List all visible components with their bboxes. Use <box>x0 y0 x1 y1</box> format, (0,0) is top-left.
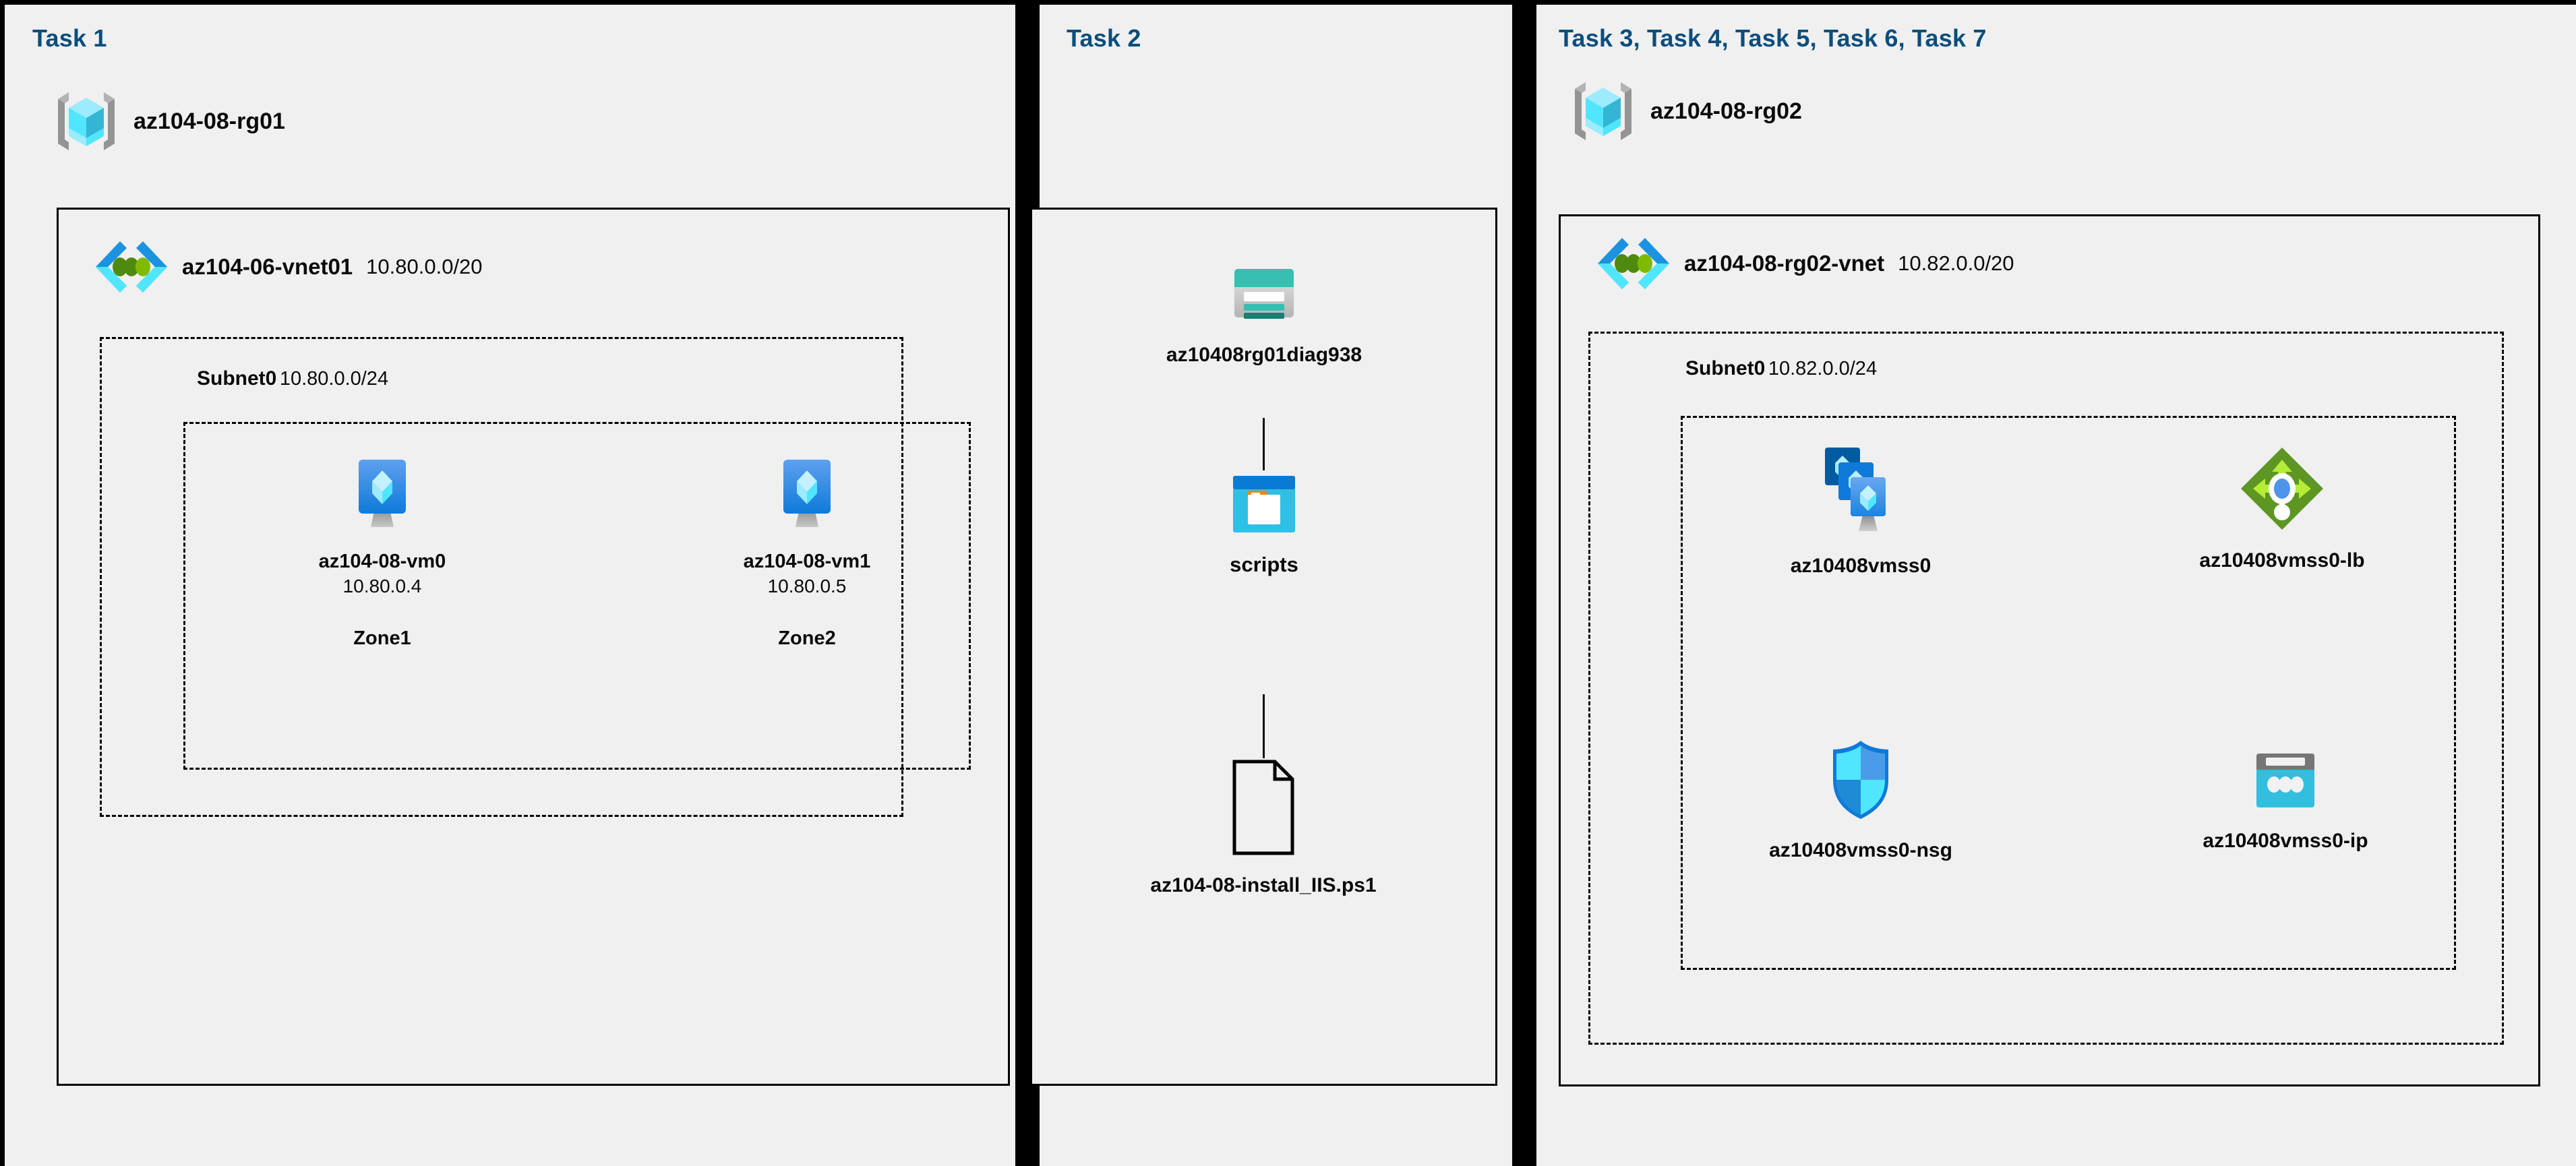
virtual-network-icon <box>94 236 169 298</box>
subnet-box-task1 <box>100 337 903 817</box>
resource-group-body-rg01 <box>57 208 1010 1086</box>
vm-ip-address: 10.80.0.4 <box>342 576 422 597</box>
task-label-3: Task 3, Task 4, Task 5, Task 6, Task 7 <box>1559 24 1987 52</box>
public-ip-address-icon <box>2248 748 2323 813</box>
virtual-machine-icon <box>345 453 419 534</box>
resource-group-header-rg01: az104-08-rg01 <box>54 84 285 158</box>
vm-name: az104-08-vm1 <box>743 551 871 572</box>
vm-ip-address: 10.80.0.5 <box>767 576 847 597</box>
subnet-name: Subnet0 <box>1685 357 1766 379</box>
vnet-name: az104-08-rg02-vnet <box>1684 251 1885 276</box>
task-label-1: Task 1 <box>32 24 107 52</box>
vm-scale-set-name: az10408vmss0 <box>1790 555 1931 577</box>
node-az104-08-install-iis-ps1[interactable]: az104-08-install_IIS.ps1 <box>1060 758 1467 899</box>
node-az10408vmss0-ip[interactable]: az10408vmss0-ip <box>2140 748 2430 855</box>
network-security-group-icon <box>1824 738 1898 822</box>
vnet-header-az104-08-rg02-vnet: az104-08-rg02-vnet 10.82.0.0/20 <box>1596 233 2014 295</box>
blob-container-icon <box>1230 472 1298 536</box>
load-balancer-icon <box>2238 445 2326 532</box>
task-label-2: Task 2 <box>1067 24 1141 52</box>
node-az10408rg01diag938[interactable]: az10408rg01diag938 <box>1106 259 1422 369</box>
node-scripts[interactable]: scripts <box>1149 472 1379 579</box>
frame-left-edge <box>0 0 5 1166</box>
resource-group-body-rg02 <box>1559 214 2540 1086</box>
vnet-name: az104-06-vnet01 <box>182 254 353 279</box>
subnet-caption-task3: Subnet0 10.82.0.0/24 <box>1685 357 1877 380</box>
node-az10408vmss0-lb[interactable]: az10408vmss0-lb <box>2127 445 2437 574</box>
virtual-network-icon <box>1596 233 1671 295</box>
blob-container-name: scripts <box>1230 553 1298 576</box>
resource-group-icon <box>1571 74 1636 148</box>
public-ip-address-name: az10408vmss0-ip <box>2203 830 2368 852</box>
frame-top-edge <box>0 0 2576 5</box>
virtual-machine-icon <box>770 453 844 534</box>
subnet-cidr: 10.82.0.0/24 <box>1768 358 1878 379</box>
storage-account-name: az10408rg01diag938 <box>1166 344 1362 366</box>
load-balancer-name: az10408vmss0-lb <box>2199 549 2365 572</box>
vnet-header-az104-06-vnet01: az104-06-vnet01 10.80.0.0/20 <box>94 236 483 298</box>
vm-name: az104-08-vm0 <box>318 551 446 572</box>
vm-scale-set-icon <box>1818 445 1903 539</box>
resource-group-box-task3 <box>1681 416 2456 970</box>
node-az10408vmss0[interactable]: az10408vmss0 <box>1726 445 1996 580</box>
node-az104-08-vm0[interactable]: az104-08-vm0 10.80.0.4 Zone1 <box>264 453 500 650</box>
storage-account-icon <box>1230 259 1298 327</box>
subnet-box-task3 <box>1588 332 2504 1045</box>
task2-body-box <box>1030 208 1497 1086</box>
vnet-cidr: 10.82.0.0/20 <box>1898 251 2014 275</box>
subnet-caption-task1: Subnet0 10.80.0.0/24 <box>197 367 388 390</box>
connector-storage-to-scripts <box>1263 418 1265 470</box>
vnet-cidr: 10.80.0.0/20 <box>366 255 483 278</box>
subnet-name: Subnet0 <box>197 367 277 390</box>
column-divider-2 <box>1512 0 1536 1166</box>
node-az10408vmss0-nsg[interactable]: az10408vmss0-nsg <box>1726 738 1996 864</box>
vm-group-box-task1 <box>183 422 971 770</box>
node-az104-08-vm1[interactable]: az104-08-vm1 10.80.0.5 Zone2 <box>689 453 925 650</box>
subnet-cidr: 10.80.0.0/24 <box>279 368 389 390</box>
resource-group-header-rg02: az104-08-rg02 <box>1571 74 1802 148</box>
file-icon <box>1226 758 1300 857</box>
network-security-group-name: az10408vmss0-nsg <box>1769 839 1952 861</box>
script-file-name: az104-08-install_IIS.ps1 <box>1150 874 1377 896</box>
connector-scripts-to-script-file <box>1263 694 1265 758</box>
resource-group-name: az104-08-rg01 <box>133 108 285 134</box>
vm-zone: Zone1 <box>353 627 411 650</box>
resource-group-icon <box>54 84 119 158</box>
resource-group-name: az104-08-rg02 <box>1650 98 1802 124</box>
vm-zone: Zone2 <box>778 627 836 650</box>
